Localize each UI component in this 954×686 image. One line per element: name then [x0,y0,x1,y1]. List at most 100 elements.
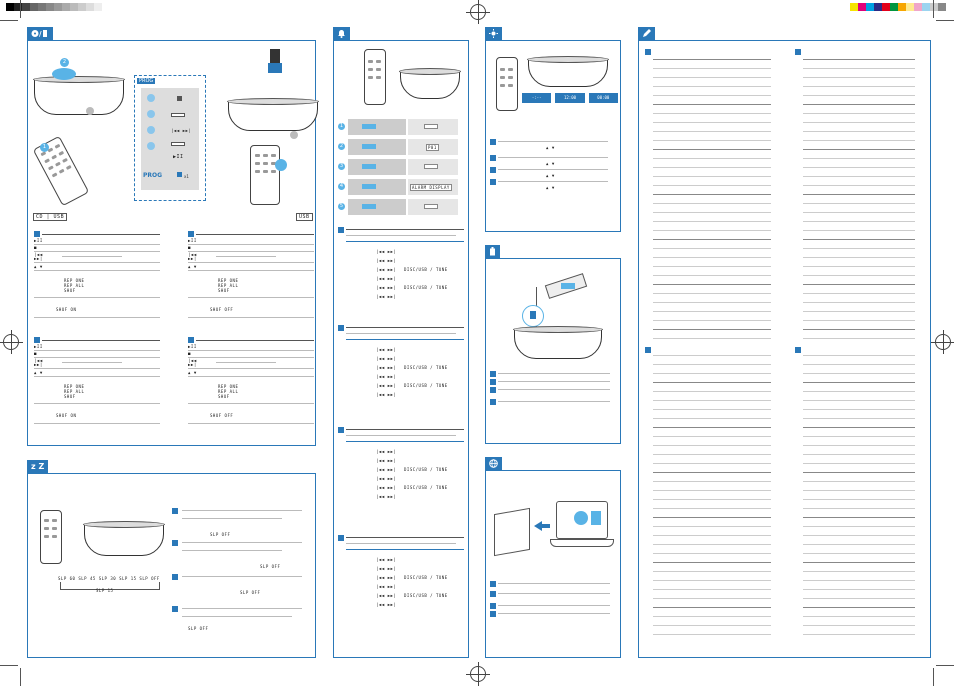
prev-next-symbol: |◀◀ ▶▶| [376,383,397,388]
table-row [34,262,160,263]
sleep-icon: z Z [27,460,49,473]
disc-tune-text: DISC/USB / TUNE [404,285,448,290]
prev-next-symbol: |◀◀ ▶▶| [376,557,397,562]
text-line [498,373,610,374]
spec-text-line [653,463,771,464]
section-number-badge [188,337,194,343]
table-row [188,423,314,424]
control-symbol: ▶II [34,344,43,349]
sleep-sequence: SLP 60 SLP 45 SLP 30 SLP 15 SLP OFF [58,576,160,581]
spec-text-line [653,302,771,303]
prev-next-symbol: |◀◀ ▶▶| [376,566,397,571]
remote-button-strip [348,199,406,215]
spec-text-line [653,77,771,78]
section-number-badge [34,231,40,237]
spec-text-line [803,194,915,195]
speaker-illustration [33,76,125,115]
step-number-badge [490,591,496,597]
table-row [188,376,314,377]
pen-icon [638,27,655,40]
spec-text-line [803,517,915,518]
remote-button-strip [348,139,406,155]
table-row [34,317,160,318]
remote-button-strip [348,179,406,195]
spec-text-line [803,185,915,186]
highlighted-button [362,164,376,169]
spec-text-line [803,311,915,312]
spec-text-line [803,382,915,383]
table-rule [42,234,160,235]
table-row [34,270,160,271]
text-line [346,333,456,334]
spec-text-line [803,176,915,177]
spec-text-line [653,59,771,60]
spec-text-line [653,104,771,105]
remote-control-brightness [496,57,518,111]
highlighted-button [362,124,376,129]
spec-text-line [653,203,771,204]
prev-next-symbol: |◀◀ ▶▶| [376,458,397,463]
text-line [498,583,610,584]
text-line [498,381,610,382]
spec-text-line [653,185,771,186]
spec-text-line [803,293,915,294]
spec-text-line [653,598,771,599]
remote-button-strip [348,119,406,135]
charge-panel [485,245,621,444]
manual-booklet-illustration [494,507,530,557]
prev-next-symbol: |◀◀ ▶▶| [376,449,397,454]
spec-text-line [653,149,771,150]
remote-control-sleep [40,510,62,564]
up-down-symbol: ▲ ▼ [546,185,555,190]
table-row [188,350,314,351]
prog-instructions-box: PROG |◀◀ ▶▶| ▶II PROG x1 [134,75,206,201]
up-down-symbol: ▲ ▼ [546,173,555,178]
prev-next-symbol: |◀◀ ▶▶| [376,258,397,263]
table-row-text [216,256,276,257]
spec-text-line [653,131,771,132]
spec-text-line [653,158,771,159]
control-symbol: |◀◀ ▶▶| [34,358,43,367]
table-rule [42,340,160,341]
table-row [188,357,314,358]
spec-text-line [653,86,771,87]
table-row [188,368,314,369]
stop-icon [177,96,182,101]
remote-control-usb [250,145,280,205]
spec-text-line [653,427,771,428]
lcd-shuffle: SHUF OFF [210,413,234,418]
spec-text-line [803,302,915,303]
mode-tag-usb: USB [296,213,313,221]
sleep-off-1: SLP OFF [210,532,231,537]
step-number-badge [490,399,496,405]
lcd-mode: REP ONE [64,384,85,389]
power-icon [290,131,298,139]
spec-text-line [653,176,771,177]
prev-next-symbol: |◀◀ ▶▶| [376,602,397,607]
spec-text-line [653,544,771,545]
bell-icon [333,27,350,40]
disc-tune-text: DISC/USB / TUNE [404,267,448,272]
step-number-badge [490,179,496,185]
text-line [498,157,608,158]
text-line [346,235,456,236]
control-symbol: ■ [188,245,191,250]
spec-text-line [803,320,915,321]
remote-button-strip [348,159,406,175]
spec-text-line [803,535,915,536]
spec-text-line [653,221,771,222]
control-symbol: ▶II [188,344,197,349]
disc-tune-text: DISC/USB / TUNE [404,383,448,388]
prev-next-symbol: |◀◀ ▶▶| [376,294,397,299]
spec-text-line [803,68,915,69]
spec-text-line [653,616,771,617]
spec-text-line [653,329,771,330]
step-number-badge [490,581,496,587]
spec-text-line [803,481,915,482]
prev-next-symbol: |◀◀ ▶▶| [376,593,397,598]
disc-and-usb-icon: / [27,27,53,40]
table-row [34,357,160,358]
spec-text-line [653,400,771,401]
lcd-mode: SHUF [64,288,76,293]
spec-text-line [803,598,915,599]
